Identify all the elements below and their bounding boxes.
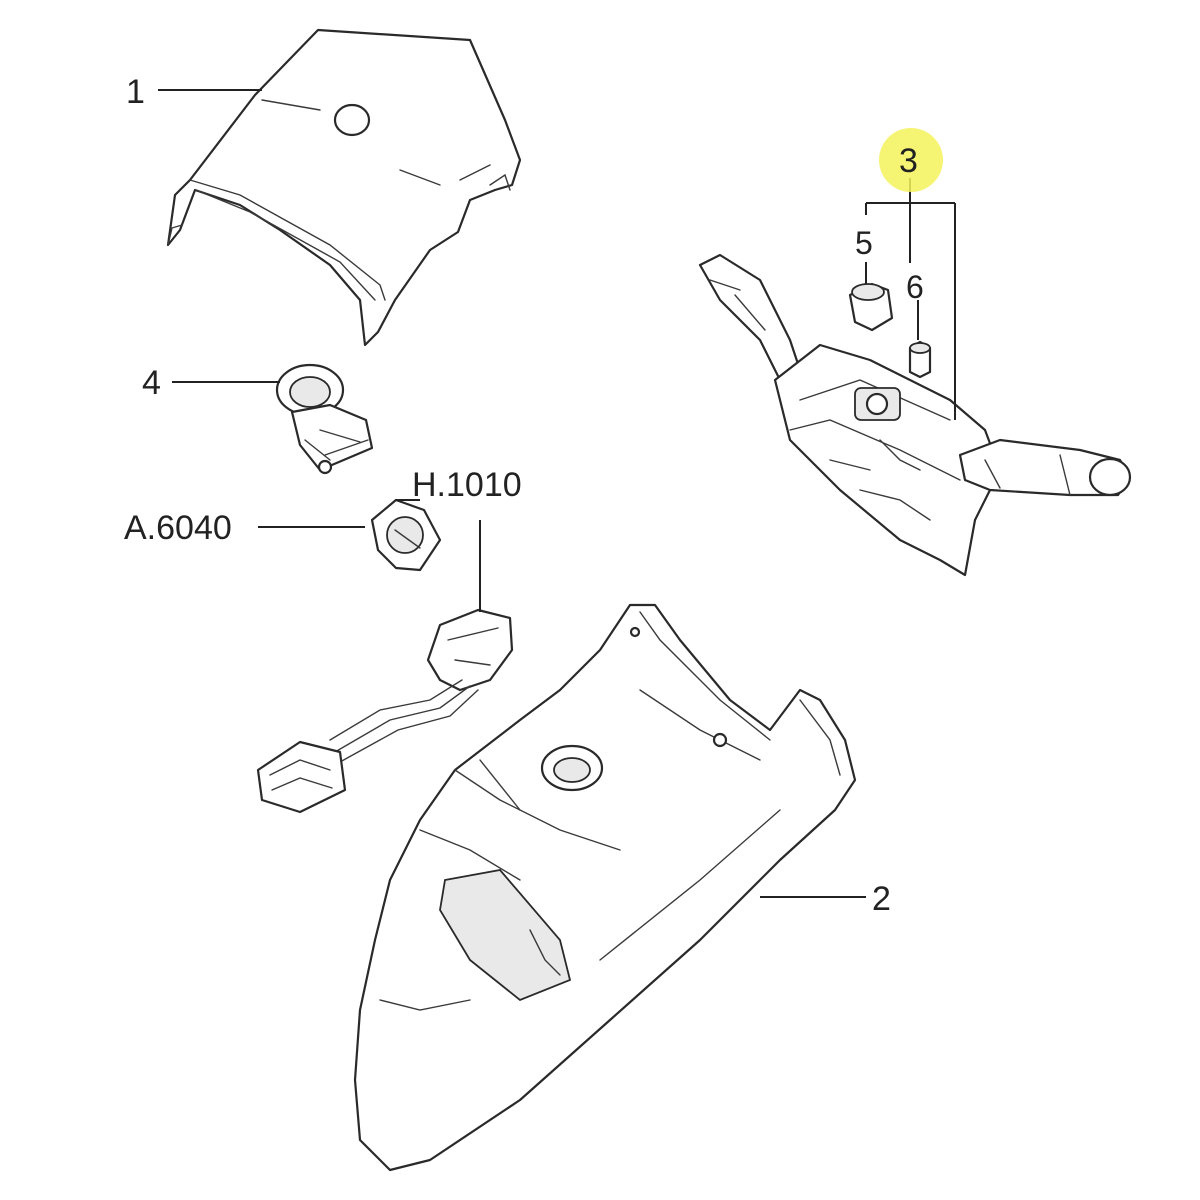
callout-3-highlight: [879, 128, 943, 192]
part-2-lower-shroud: [353, 603, 857, 1172]
part-1-upper-shroud: [166, 28, 522, 347]
part-h1010-harness: [256, 608, 514, 814]
part-3-combination-switch: [698, 253, 1132, 577]
part-6-small-cap: [908, 340, 932, 379]
callout-4: 4: [142, 364, 161, 402]
callout-h1010: H.1010: [412, 466, 522, 504]
callout-3: 3: [899, 142, 918, 180]
part-4-clip: [275, 363, 374, 475]
part-a6040-grommet: [370, 498, 442, 572]
callout-5: 5: [855, 225, 873, 261]
callout-2: 2: [872, 880, 891, 918]
callout-6: 6: [906, 269, 924, 305]
callout-1: 1: [126, 73, 145, 111]
callout-a6040: A.6040: [124, 509, 232, 547]
leader-lines: [158, 89, 956, 898]
part-5-cap: [848, 282, 894, 332]
